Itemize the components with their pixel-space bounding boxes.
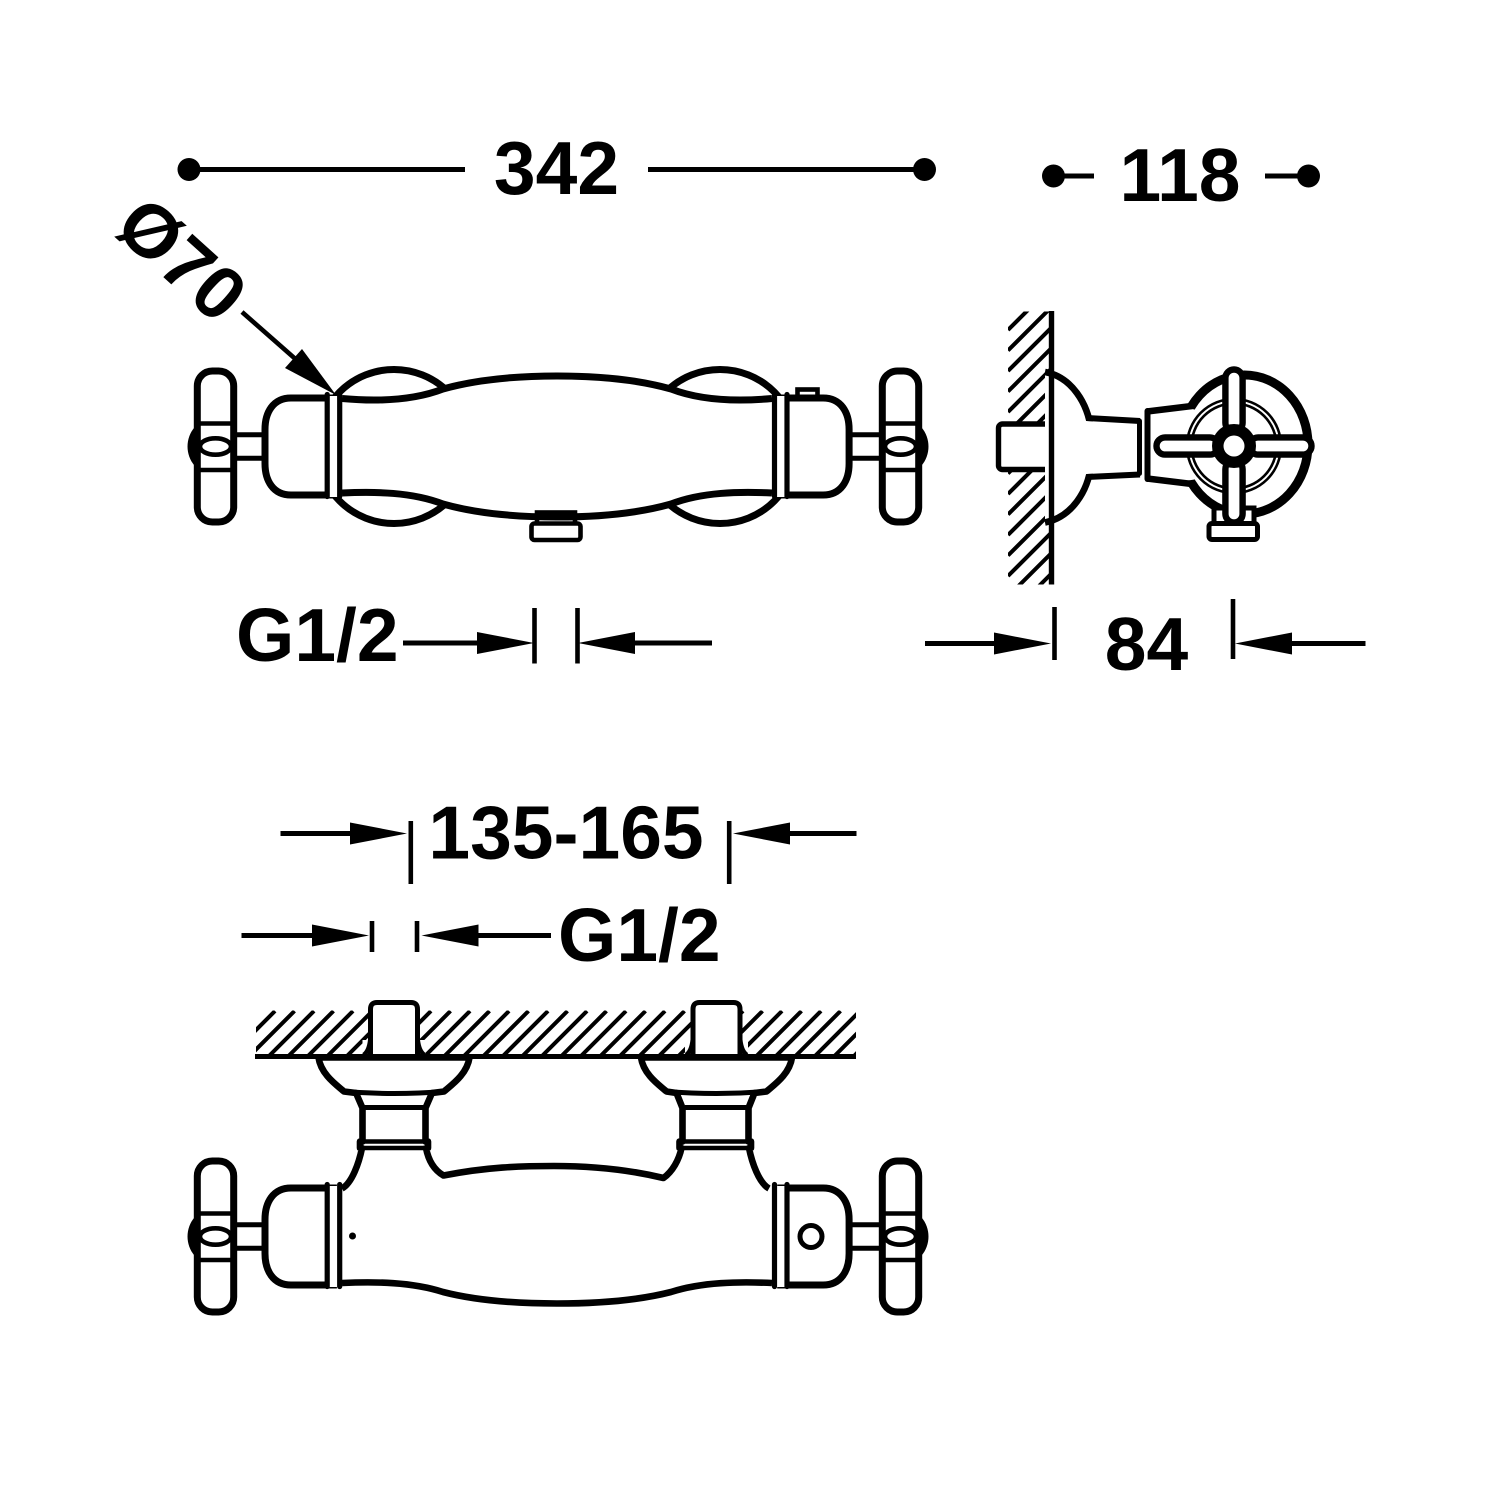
svg-text:135-165: 135-165 bbox=[428, 791, 703, 875]
svg-text:118: 118 bbox=[1120, 133, 1241, 217]
svg-text:G1/2: G1/2 bbox=[558, 893, 721, 977]
svg-text:84: 84 bbox=[1105, 602, 1189, 686]
svg-text:342: 342 bbox=[494, 126, 619, 210]
svg-text:G1/2: G1/2 bbox=[236, 593, 399, 677]
